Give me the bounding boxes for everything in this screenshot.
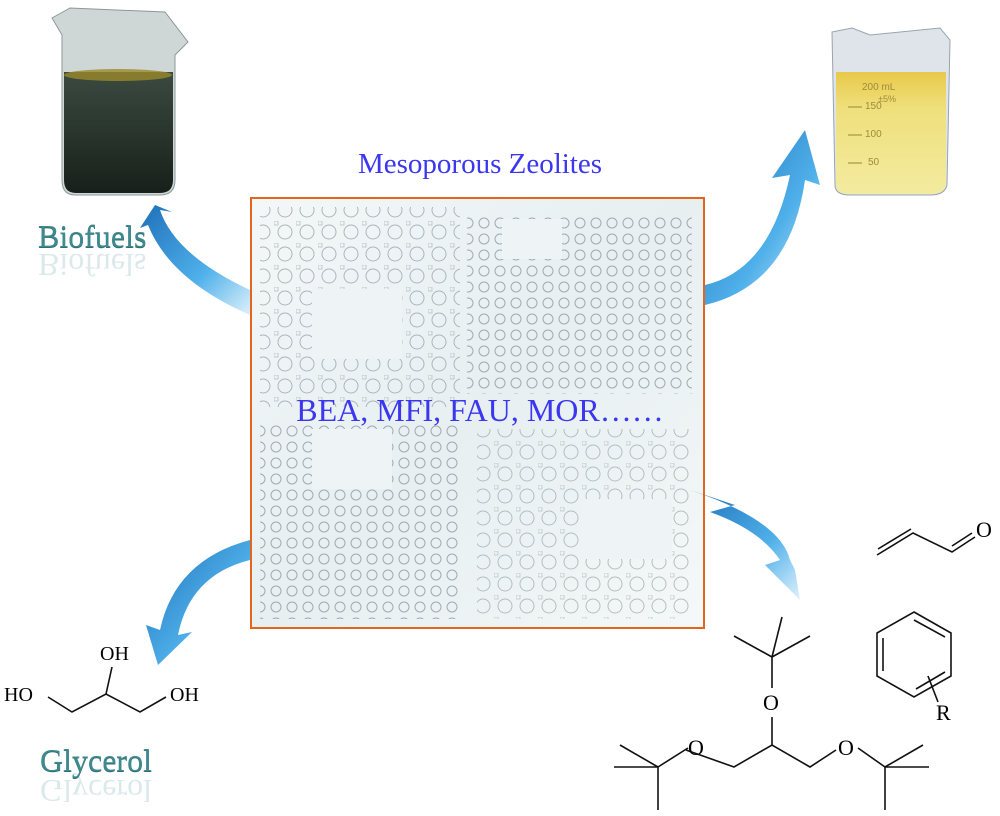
zeolite-pattern — [260, 207, 692, 619]
glycerol-structure — [47, 666, 167, 713]
arrow-biofuels-to-zeolite — [140, 205, 250, 315]
glycerol-tri-tert-butyl-ether-structure — [614, 616, 929, 810]
arrow-zeolite-to-oil — [705, 130, 820, 305]
glycerol-label: Glycerol — [40, 742, 152, 778]
acrolein-oxygen: O — [976, 517, 992, 542]
glycerol-label-reflection: Glycerol — [40, 773, 152, 809]
yellow-biofuel-beaker — [831, 27, 951, 196]
arrow-glycerol-to-zeolite — [146, 540, 250, 665]
benzene-r-group: R — [936, 700, 951, 725]
beaker-mark-150: 150 — [865, 101, 882, 112]
beaker-mark-100: 100 — [865, 129, 882, 140]
beaker-tolerance: ±5% — [878, 94, 896, 104]
dark-biofuel-beaker — [51, 7, 189, 196]
diagram-title: Mesoporous Zeolites — [357, 148, 603, 180]
acrolein-structure — [876, 528, 976, 556]
arrow-zeolite-to-products — [690, 490, 800, 600]
glycerol-oh-top: OH — [100, 643, 129, 665]
glycerol-oh-right: OH — [170, 684, 199, 706]
biofuels-label: Biofuels — [38, 218, 147, 254]
zeolite-types-label: BEA, MFI, FAU, MOR…… — [296, 392, 664, 428]
ether-oxygen-top: O — [763, 690, 779, 715]
beaker-mark-200: 200 mL — [862, 82, 896, 93]
zeolite-framework-panel — [250, 197, 705, 629]
ether-oxygen-left: O — [688, 735, 704, 760]
ether-oxygen-right: O — [838, 735, 854, 760]
beaker-mark-50: 50 — [868, 157, 880, 168]
biofuels-label-reflection: Biofuels — [38, 247, 147, 283]
glycerol-ho-left: HO — [4, 684, 33, 706]
substituted-benzene-structure — [876, 611, 952, 703]
